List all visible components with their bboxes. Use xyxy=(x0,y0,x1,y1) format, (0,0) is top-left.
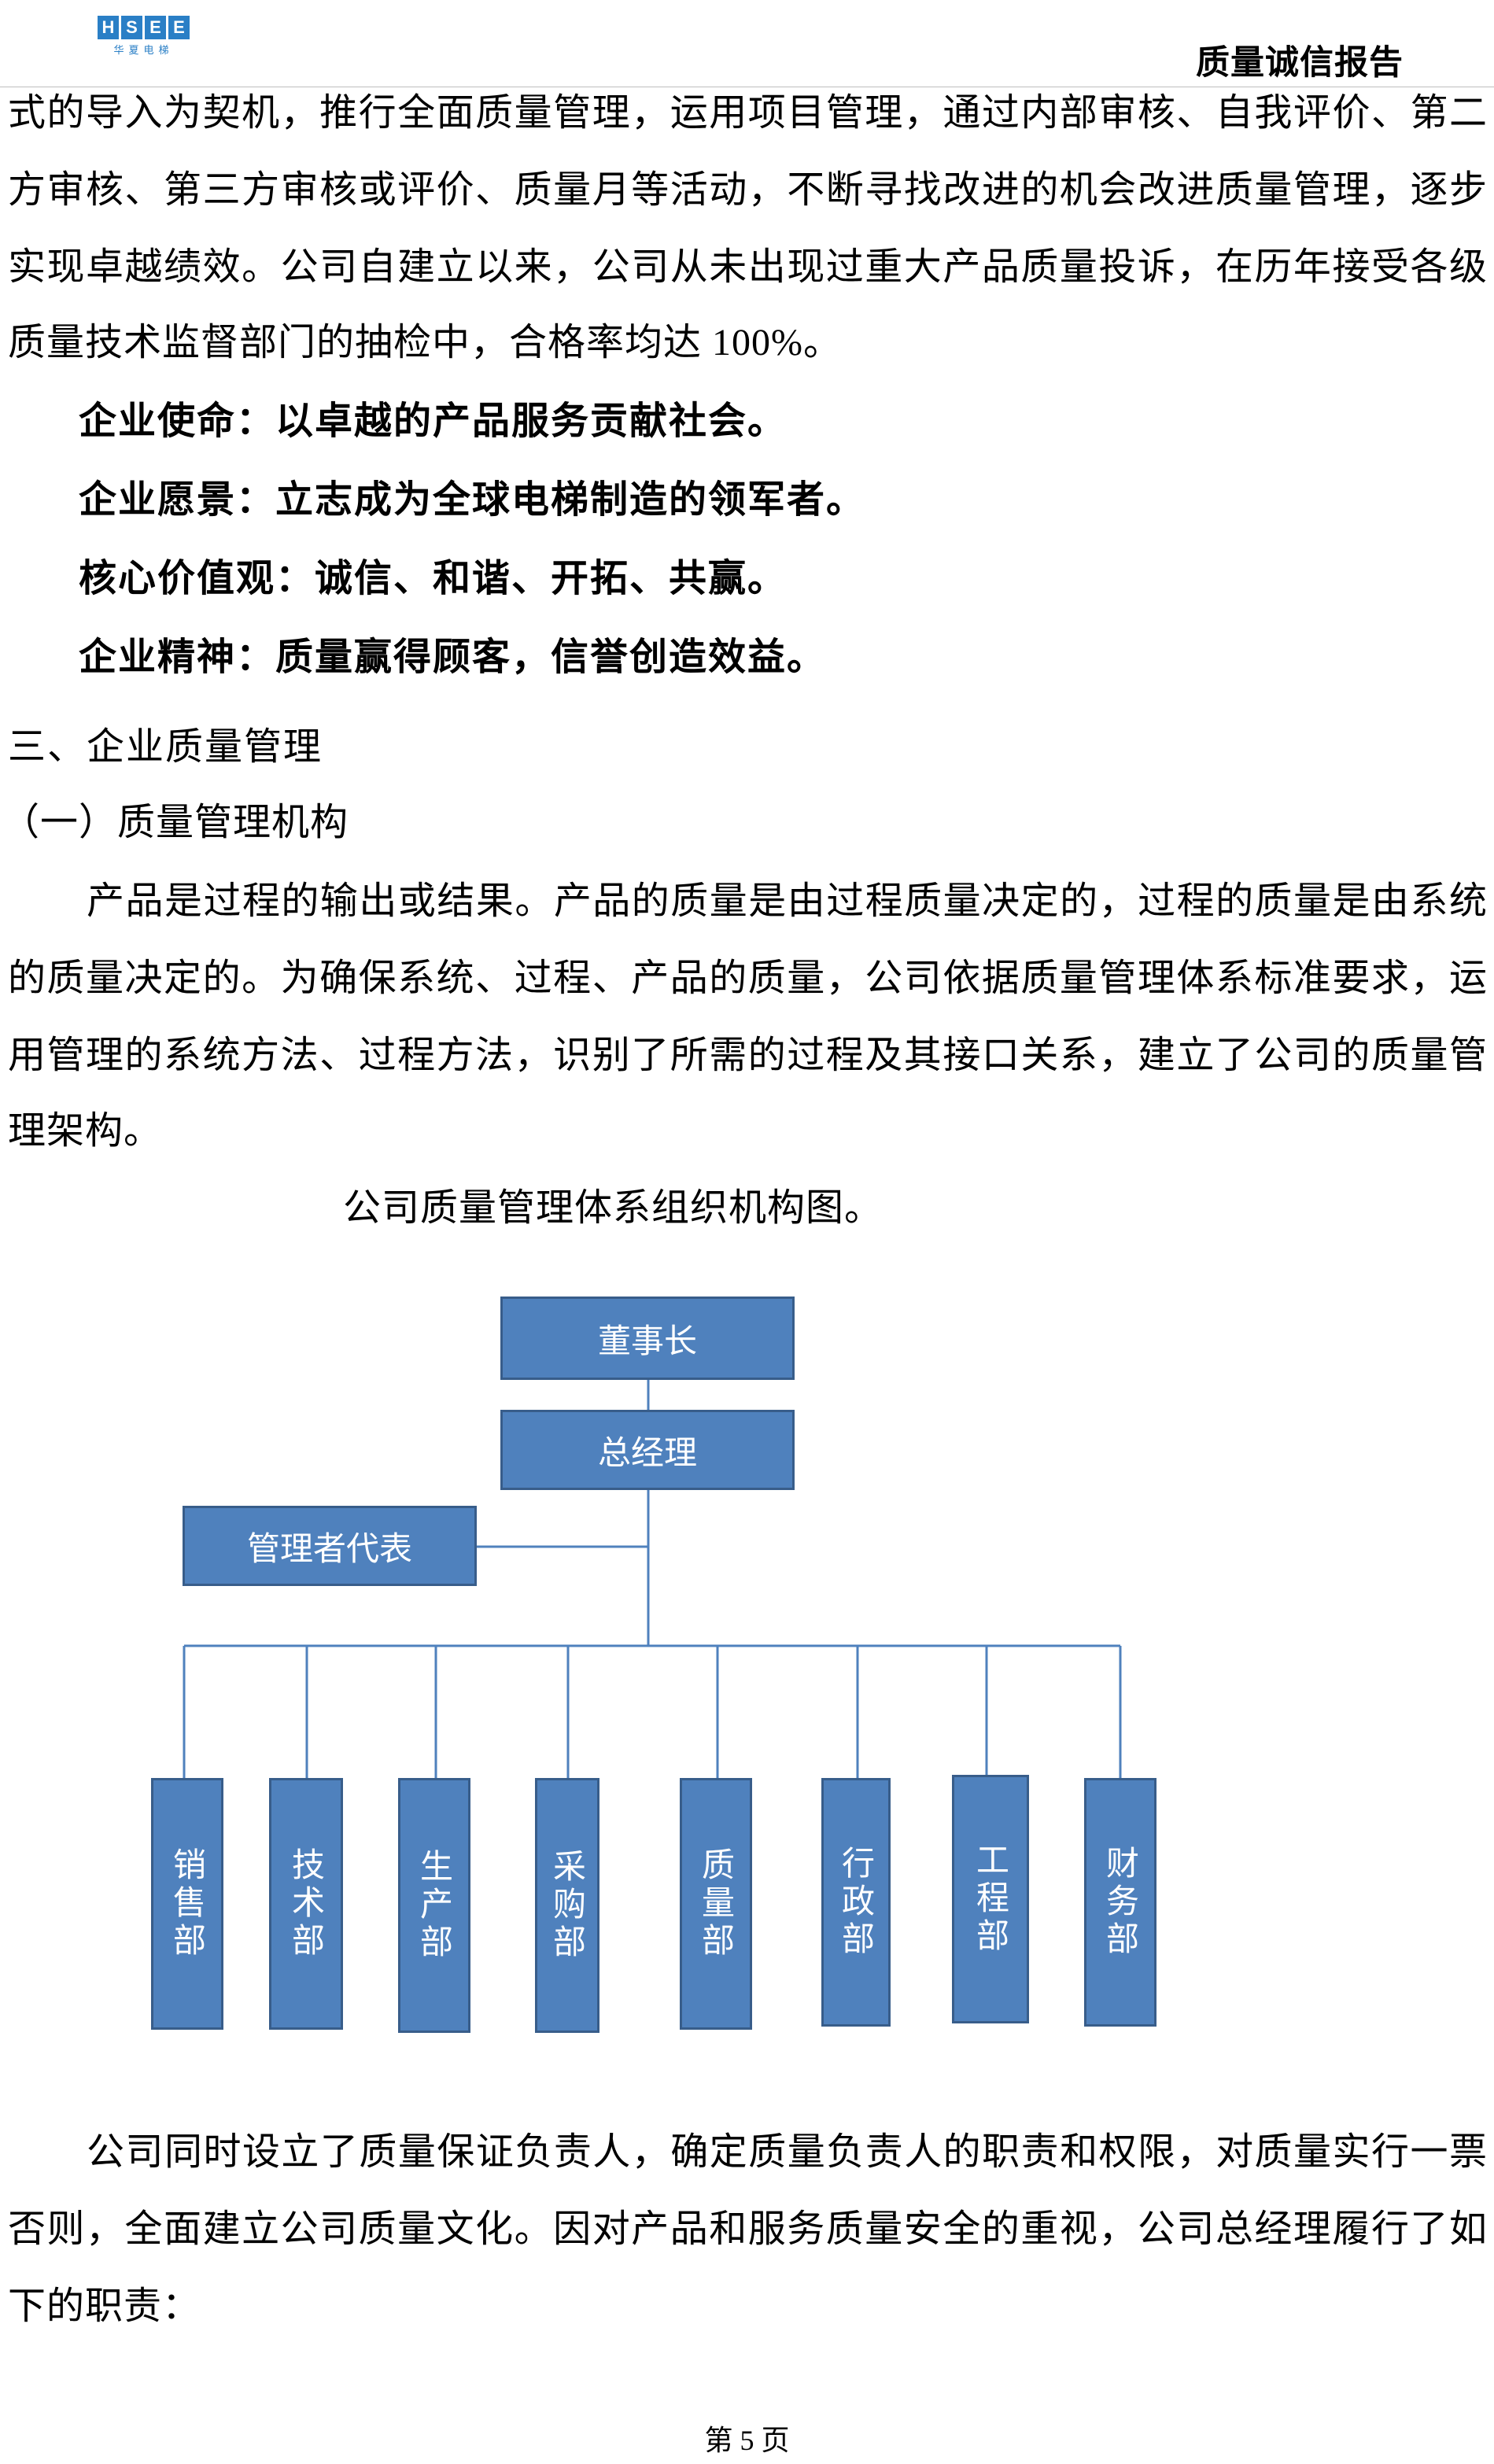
paragraph-line: 的质量决定的。为确保系统、过程、产品的质量，公司依据质量管理体系标准要求，运 xyxy=(8,957,1487,999)
org-box-sales: 销售部 xyxy=(151,1778,223,2030)
logo-letter: E xyxy=(145,16,166,39)
paragraph-line: 用管理的系统方法、过程方法，识别了所需的过程及其接口关系，建立了公司的质量管 xyxy=(8,1035,1487,1076)
org-box-label: 董事长 xyxy=(597,1322,697,1359)
page-number: 第 5 页 xyxy=(704,2425,790,2456)
vision-statement: 企业愿景：立志成为全球电梯制造的领军者。 xyxy=(79,479,866,521)
chart-caption: 公司质量管理体系组织机构图。 xyxy=(343,1187,883,1229)
logo-letter: E xyxy=(168,16,190,39)
logo-letter: S xyxy=(121,16,142,39)
org-box-label: 总经理 xyxy=(597,1433,697,1471)
paragraph-line: 质量技术监督部门的抽检中，合格率均达 100%。 xyxy=(8,322,842,363)
subsection-heading: （一）质量管理机构 xyxy=(2,802,349,843)
org-box-chairman: 董事长 xyxy=(500,1297,795,1380)
paragraph-line: 理架构。 xyxy=(8,1110,163,1152)
org-box-label: 财务部 xyxy=(1101,1846,1139,1959)
org-box-production: 生产部 xyxy=(398,1778,470,2033)
paragraph-line: 下的职责： xyxy=(8,2285,201,2327)
org-box-label: 技术部 xyxy=(287,1847,325,1961)
org-chart: 董事长 总经理 管理者代表 销售部 技术部 生产部 采购部 质量部 行政部 工程… xyxy=(0,1259,1494,2061)
paragraph-line: 式的导入为契机，推行全面质量管理，运用项目管理，通过内部审核、自我评价、第二 xyxy=(8,92,1487,134)
org-box-label: 生产部 xyxy=(415,1849,453,1962)
mission-statement: 企业使命：以卓越的产品服务贡献社会。 xyxy=(79,400,788,442)
core-values-statement: 核心价值观：诚信、和谐、开拓、共赢。 xyxy=(79,558,788,599)
org-box-finance: 财务部 xyxy=(1084,1778,1156,2027)
logo-letters: H S E E xyxy=(98,16,192,39)
org-box-label: 销售部 xyxy=(168,1847,206,1961)
org-box-label: 采购部 xyxy=(548,1849,586,1962)
org-box-management-representative: 管理者代表 xyxy=(183,1506,477,1586)
org-box-administration: 行政部 xyxy=(821,1778,891,2027)
company-logo: H S E E 华夏电梯 xyxy=(98,16,192,63)
header-title: 质量诚信报告 xyxy=(1196,44,1404,82)
org-box-purchasing: 采购部 xyxy=(535,1778,599,2033)
org-box-label: 质量部 xyxy=(697,1847,735,1961)
org-box-technology: 技术部 xyxy=(269,1778,343,2030)
paragraph-line: 公司同时设立了质量保证负责人，确定质量负责人的职责和权限，对质量实行一票 xyxy=(87,2131,1487,2173)
org-box-label: 工程部 xyxy=(972,1842,1009,1956)
section-heading: 三、企业质量管理 xyxy=(8,726,323,768)
paragraph-line: 产品是过程的输出或结果。产品的质量是由过程质量决定的，过程的质量是由系统 xyxy=(87,880,1487,922)
paragraph-line: 否则，全面建立公司质量文化。因对产品和服务质量安全的重视，公司总经理履行了如 xyxy=(8,2208,1487,2250)
logo-letter: H xyxy=(98,16,119,39)
org-box-label: 管理者代表 xyxy=(246,1529,412,1567)
org-chart-connectors xyxy=(183,1380,1122,1778)
paragraph-line: 实现卓越绩效。公司自建立以来，公司从未出现过重大产品质量投诉，在历年接受各级 xyxy=(8,246,1487,288)
org-box-general-manager: 总经理 xyxy=(500,1410,795,1490)
spirit-statement: 企业精神：质量赢得顾客，信誉创造效益。 xyxy=(79,636,827,678)
paragraph-line: 方审核、第三方审核或评价、质量月等活动，不断寻找改进的机会改进质量管理，逐步 xyxy=(8,169,1487,211)
org-box-label: 行政部 xyxy=(837,1846,875,1959)
org-box-quality: 质量部 xyxy=(680,1778,752,2030)
org-box-engineering: 工程部 xyxy=(952,1775,1029,2023)
logo-subtext: 华夏电梯 xyxy=(113,44,174,56)
